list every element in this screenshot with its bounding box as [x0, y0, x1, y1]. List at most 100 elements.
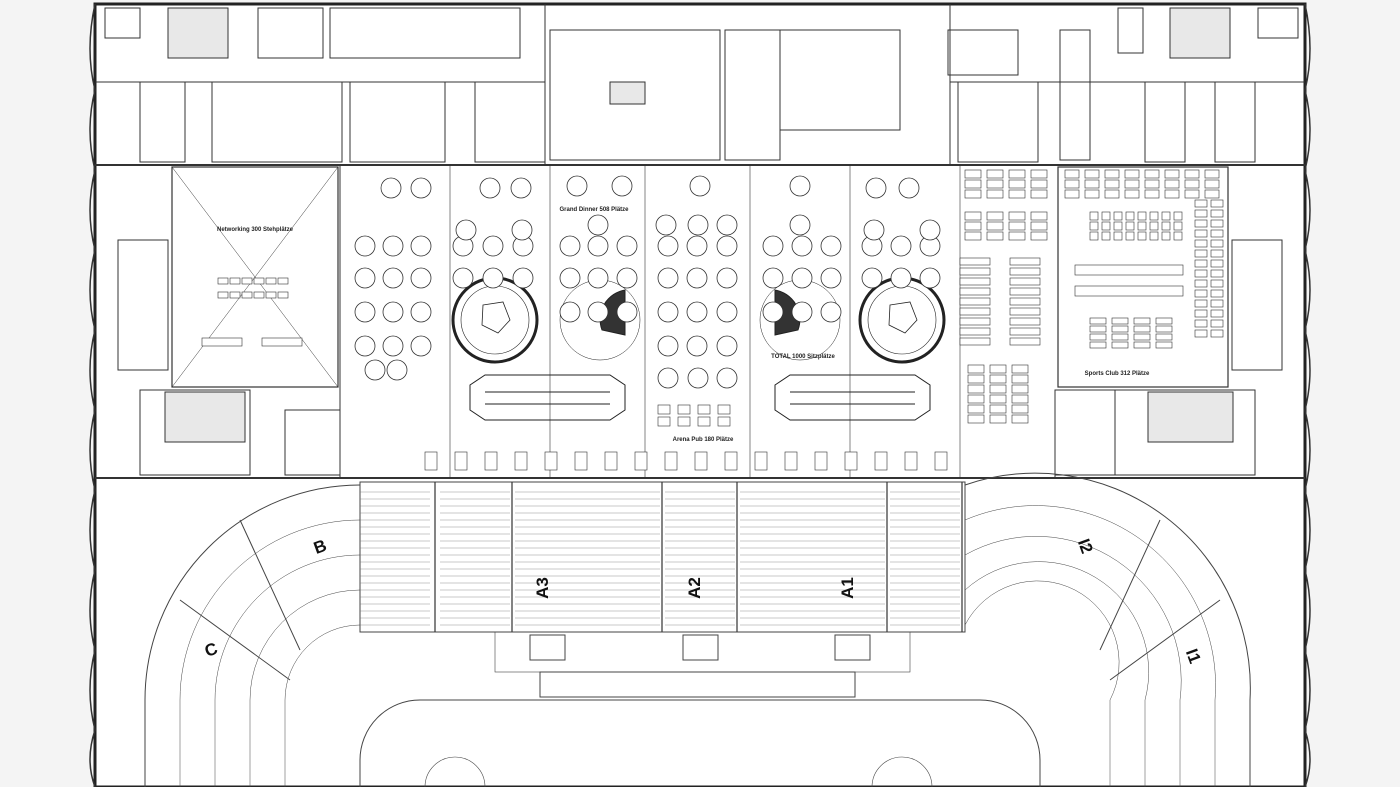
rect-table [1137, 221, 1147, 231]
rect-table [1194, 219, 1208, 228]
rect-table [1011, 374, 1029, 384]
section-a2-label: A2 [685, 577, 704, 599]
rect-table [1194, 259, 1208, 268]
rect-table [986, 189, 1004, 199]
rect-table [1194, 199, 1208, 208]
rect-table [964, 221, 982, 231]
rect-table [1009, 327, 1041, 336]
round-table [354, 335, 376, 357]
rect-table [1009, 297, 1041, 306]
grand-dinner-label: Grand Dinner 508 Plätze [559, 207, 629, 213]
rect-table [1008, 189, 1026, 199]
round-table [382, 335, 404, 357]
round-table [686, 301, 708, 323]
rect-table [229, 291, 241, 299]
rect-table [265, 291, 277, 299]
rect-table [784, 451, 798, 471]
round-table [587, 267, 609, 289]
round-table [890, 267, 912, 289]
rect-table [1164, 169, 1180, 179]
rect-table [604, 451, 618, 471]
rect-table [1030, 231, 1048, 241]
rect-table [1194, 279, 1208, 288]
rect-table [261, 337, 303, 347]
rect-table [1194, 269, 1208, 278]
rect-table [1210, 269, 1224, 278]
rect-table [1173, 231, 1183, 241]
rect-table [1210, 329, 1224, 338]
round-table [566, 175, 588, 197]
rect-table [1089, 317, 1107, 325]
round-table [762, 267, 784, 289]
round-table [716, 301, 738, 323]
rect-table [1125, 221, 1135, 231]
round-table [354, 235, 376, 257]
round-table [587, 214, 609, 236]
rect-table [964, 179, 982, 189]
rect-table [959, 277, 991, 286]
rect-table [1184, 189, 1200, 199]
rect-table [959, 257, 991, 266]
rect-table [874, 451, 888, 471]
round-table [386, 359, 408, 381]
rect-table [253, 291, 265, 299]
rect-table [934, 451, 948, 471]
round-table [686, 267, 708, 289]
rect-table [1101, 211, 1111, 221]
section-i2-label: I2 [1074, 536, 1097, 556]
section-b-label: B [311, 536, 329, 558]
round-table [716, 214, 738, 236]
round-table [455, 219, 477, 241]
rect-table [1144, 189, 1160, 199]
rect-table [1074, 285, 1184, 297]
round-table [762, 235, 784, 257]
rect-table [217, 277, 229, 285]
rect-table [1210, 249, 1224, 258]
arena-pub-label: Arena Pub 180 Plätze [673, 437, 734, 443]
rect-table [959, 317, 991, 326]
rect-table [989, 374, 1007, 384]
rect-table [1137, 211, 1147, 221]
rect-table [967, 364, 985, 374]
round-table [587, 301, 609, 323]
round-table [820, 267, 842, 289]
round-table [510, 177, 532, 199]
rect-table [1064, 179, 1080, 189]
right-facade [1304, 3, 1311, 787]
rect-table [277, 277, 289, 285]
round-table [512, 267, 534, 289]
rect-table [1089, 211, 1099, 221]
rect-table [959, 267, 991, 276]
rect-table [986, 179, 1004, 189]
rect-table [1009, 307, 1041, 316]
round-table [657, 301, 679, 323]
rect-table [1210, 289, 1224, 298]
round-table [354, 301, 376, 323]
rect-table [1074, 264, 1184, 276]
round-table [919, 219, 941, 241]
round-table [687, 214, 709, 236]
rect-table [964, 211, 982, 221]
rect-table [1194, 329, 1208, 338]
rect-table [959, 337, 991, 346]
rect-table [1204, 189, 1220, 199]
round-table [559, 301, 581, 323]
round-table [616, 301, 638, 323]
round-table [382, 267, 404, 289]
rect-table [1144, 169, 1160, 179]
rect-table [1184, 169, 1200, 179]
rect-table [657, 416, 671, 427]
rectangular-tables [201, 169, 1224, 471]
rect-table [1125, 211, 1135, 221]
section-a3-label: A3 [533, 577, 552, 599]
round-table [716, 367, 738, 389]
networking-label: Networking 300 Stehplätze [217, 227, 294, 233]
round-table [559, 235, 581, 257]
section-i1-label: I1 [1182, 646, 1205, 666]
rect-table [1124, 179, 1140, 189]
round-table [611, 175, 633, 197]
rect-table [265, 277, 277, 285]
rect-table [904, 451, 918, 471]
dining-tables [354, 175, 941, 389]
